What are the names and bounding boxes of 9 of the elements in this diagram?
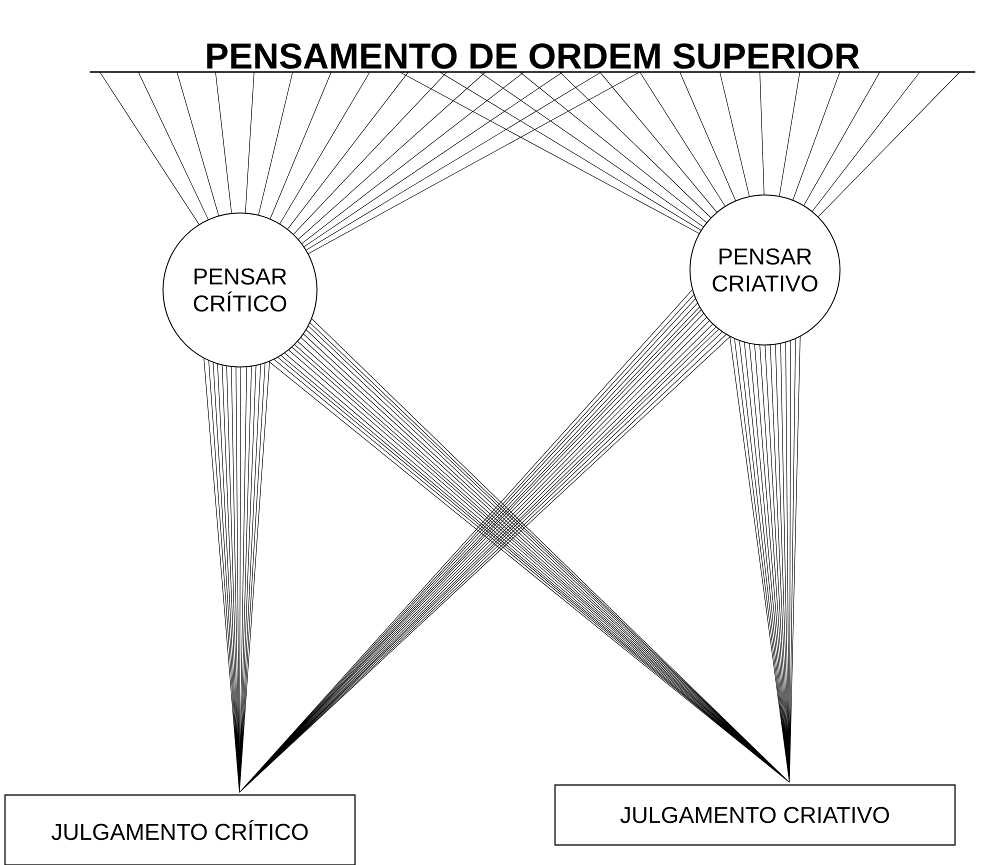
line-fan (400, 72, 960, 234)
title-bar: PENSAMENTO DE ORDEM SUPERIOR (90, 43, 976, 73)
judgement-box: JULGAMENTO CRÍTICO (4, 794, 356, 865)
line-fan (204, 358, 270, 793)
line-fan (100, 72, 640, 254)
line-fan (730, 336, 801, 783)
line-fan (239, 289, 730, 793)
line-fan (268, 318, 790, 783)
judgement-box: JULGAMENTO CRIATIVO (554, 784, 956, 846)
